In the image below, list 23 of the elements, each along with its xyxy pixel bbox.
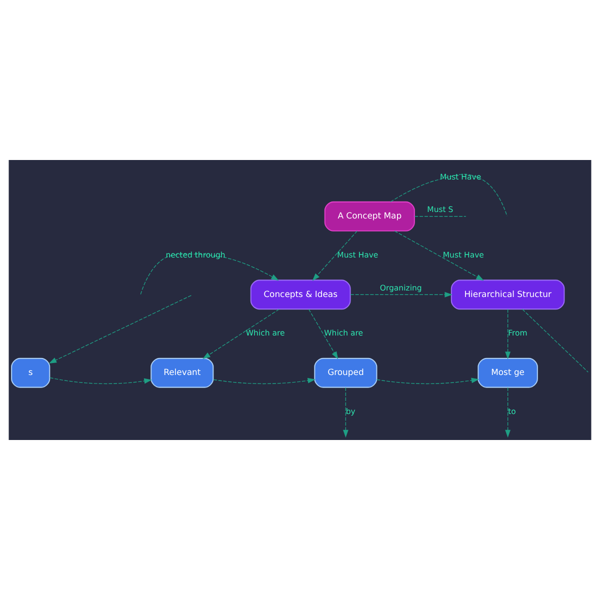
arrow	[202, 308, 280, 359]
node-box: Most ge	[478, 358, 538, 388]
arrow	[308, 308, 338, 360]
node-box: Relevant	[150, 358, 214, 388]
arrow	[350, 292, 452, 298]
arrow	[312, 230, 358, 281]
arrow	[140, 254, 279, 295]
arrow	[213, 378, 316, 384]
node-box: Concepts & Ideas	[250, 280, 351, 310]
arrow	[342, 387, 348, 438]
arrow	[394, 230, 484, 281]
connector	[522, 308, 588, 372]
arrow	[376, 378, 480, 384]
arrow	[49, 377, 152, 384]
arrow	[48, 295, 192, 364]
arrow	[505, 308, 511, 360]
arrow	[505, 387, 511, 438]
node-box: Hierarchical Structur	[450, 280, 565, 310]
connector	[390, 174, 508, 216]
node-box: A Concept Map	[324, 201, 415, 232]
node-box: s	[11, 358, 50, 388]
connector	[414, 216, 466, 217]
node-box: Grouped	[314, 358, 378, 388]
